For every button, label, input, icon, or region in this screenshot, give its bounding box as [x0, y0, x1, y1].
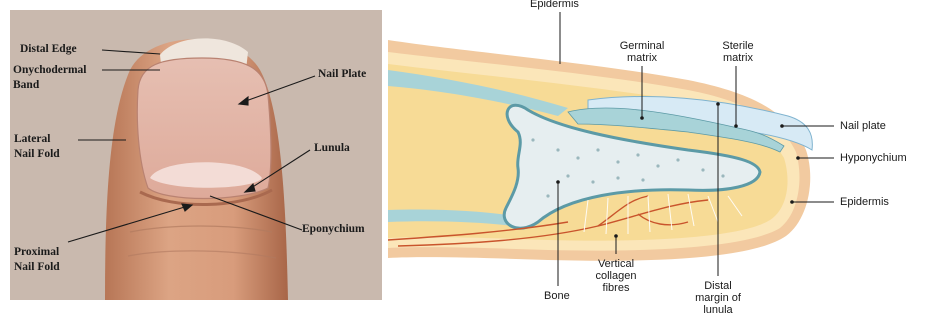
label-bone: Bone — [544, 290, 570, 302]
label-sterile-matrix-1: Sterile — [714, 40, 762, 52]
label-nail-plate-right: Nail plate — [840, 120, 886, 132]
label-sterile-matrix-2: matrix — [714, 52, 762, 64]
label-lateral-nail-fold-2: Nail Fold — [14, 148, 60, 161]
label-nail-plate: Nail Plate — [318, 68, 366, 81]
label-lateral-nail-fold-1: Lateral — [14, 133, 50, 146]
label-distal-margin-2: margin of — [688, 292, 748, 304]
label-distal-edge: Distal Edge — [20, 43, 77, 56]
label-germinal-matrix-2: matrix — [610, 52, 674, 64]
label-germinal-matrix: Germinal matrix — [610, 40, 674, 64]
label-onychodermal-band-2: Band — [13, 79, 39, 92]
label-onychodermal-band-1: Onychodermal — [13, 64, 86, 77]
label-distal-margin-of-lunula: Distal margin of lunula — [688, 280, 748, 316]
nail-cross-section-diagram: Epidermis Germinal matrix Sterile matrix… — [388, 0, 932, 327]
label-eponychium: Eponychium — [302, 223, 365, 236]
label-vertical-collagen-1: Vertical — [590, 258, 642, 270]
label-vertical-collagen-fibres: Vertical collagen fibres — [590, 258, 642, 294]
label-epidermis-top: Epidermis — [530, 0, 579, 10]
label-hyponychium: Hyponychium — [840, 152, 907, 164]
label-germinal-matrix-1: Germinal — [610, 40, 674, 52]
label-proximal-nail-fold-1: Proximal — [14, 246, 59, 259]
label-proximal-nail-fold-2: Nail Fold — [14, 261, 60, 274]
label-sterile-matrix: Sterile matrix — [714, 40, 762, 64]
label-vertical-collagen-3: fibres — [590, 282, 642, 294]
label-vertical-collagen-2: collagen — [590, 270, 642, 282]
label-epidermis-right: Epidermis — [840, 196, 889, 208]
thumb-nail-photo: Distal Edge Onychodermal Band Nail Plate… — [10, 10, 382, 300]
label-lunula: Lunula — [314, 142, 350, 155]
label-distal-margin-1: Distal — [688, 280, 748, 292]
label-distal-margin-3: lunula — [688, 304, 748, 316]
